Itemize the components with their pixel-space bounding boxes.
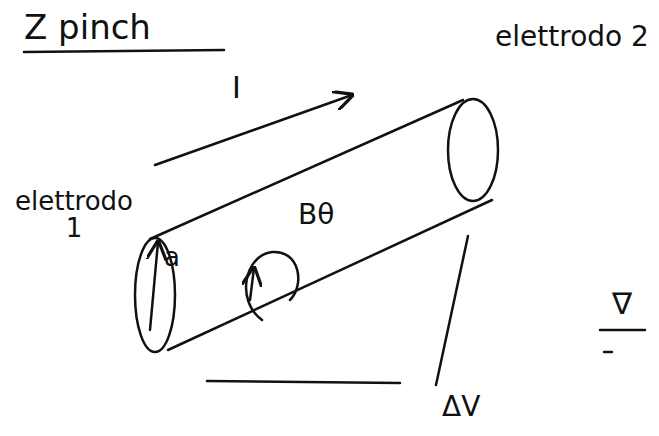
electrode-label: elettrodo 1	[4, 188, 144, 243]
wire	[207, 381, 400, 383]
cylinder-top	[150, 100, 463, 239]
field-loop	[246, 252, 298, 320]
voltage-label: ΔV	[442, 392, 480, 421]
underline	[600, 329, 645, 332]
current-arrow	[155, 95, 352, 165]
title-underline	[24, 50, 224, 52]
field-arrow	[250, 268, 254, 300]
title: Z pinch	[24, 10, 151, 46]
electrode-label: elettrodo 2	[490, 22, 654, 51]
dash	[604, 351, 612, 354]
current-label: I	[232, 72, 241, 104]
radius-label: a	[164, 244, 180, 271]
wire	[436, 236, 468, 385]
operator-symbol: ∇	[612, 288, 632, 320]
field-label: Bθ	[298, 200, 334, 229]
radius-arrow	[150, 242, 158, 330]
cylinder-bottom	[168, 200, 492, 350]
electrode-2	[448, 99, 498, 201]
